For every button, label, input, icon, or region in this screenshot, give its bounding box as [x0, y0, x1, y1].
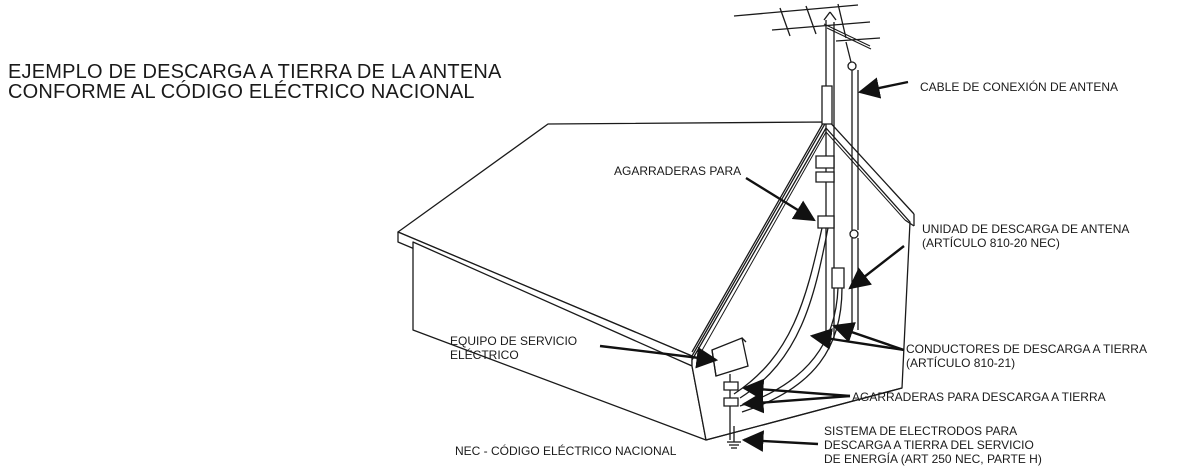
diagram-title: EJEMPLO DE DESCARGA A TIERRA DE LA ANTEN…: [8, 62, 502, 102]
label-electrode-system-line-1: SISTEMA DE ELECTRODOS PARA: [824, 424, 1018, 438]
antenna: [734, 4, 880, 340]
label-grounding-conductors-line-2: (ARTÍCULO 810-21): [906, 356, 1016, 370]
antenna-discharge-unit: [832, 268, 844, 288]
label-clamps: AGARRADERAS PARA: [614, 164, 742, 178]
arrow-ground-clamp-a: [741, 378, 850, 401]
ground-clamp-upper: [724, 382, 738, 390]
label-service-equipment-line-2: ELÉCTRICO: [450, 348, 519, 362]
arrow-service-equipment: [600, 346, 719, 369]
label-antenna-discharge-unit-line-2: (ARTÍCULO 810-20 NEC): [922, 236, 1060, 250]
label-electrode-system: SISTEMA DE ELECTRODOS PARA DESCARGA A TI…: [824, 424, 1042, 466]
callout-arrows: [600, 77, 908, 452]
mast-clamp-lower: [818, 216, 834, 228]
label-electrode-system-line-3: DE ENERGÍA (ART 250 NEC, PARTE H): [824, 452, 1042, 466]
mast-clamp-upper: [816, 156, 834, 168]
label-grounding-conductors: CONDUCTORES DE DESCARGA A TIERRA (ARTÍCU…: [906, 342, 1147, 370]
arrow-electrode-system: [741, 430, 818, 452]
arrow-ground-clamp-b: [741, 391, 850, 414]
label-ground-clamps: AGARRADERAS PARA DESCARGA A TIERRA: [852, 390, 1106, 404]
label-antenna-discharge-unit: UNIDAD DE DESCARGA DE ANTENA (ARTÍCULO 8…: [922, 222, 1129, 250]
arrow-grounding-conductor-b: [831, 322, 904, 350]
label-antenna-discharge-unit-line-1: UNIDAD DE DESCARGA DE ANTENA: [922, 222, 1130, 236]
arrow-clamps: [746, 178, 816, 222]
arrow-grounding-conductor-a: [809, 328, 904, 350]
lead-in-wire: [832, 42, 858, 330]
label-electrode-system-line-2: DESCARGA A TIERRA DEL SERVICIO: [824, 438, 1034, 452]
label-service-equipment: EQUIPO DE SERVICIO ELÉCTRICO: [450, 334, 577, 362]
diagram-title-line-2: CONFORME AL CÓDIGO ELÉCTRICO NACIONAL: [8, 81, 475, 103]
label-nec-footnote: NEC - CÓDIGO ELÉCTRICO NACIONAL: [455, 444, 677, 458]
label-antenna-lead-in-wire: CABLE DE CONEXIÓN DE ANTENA: [920, 80, 1119, 94]
label-grounding-conductors-line-1: CONDUCTORES DE DESCARGA A TIERRA: [906, 342, 1147, 356]
label-service-equipment-line-1: EQUIPO DE SERVICIO: [450, 334, 578, 348]
arrow-discharge-unit: [848, 246, 904, 290]
diagram-title-line-1: EJEMPLO DE DESCARGA A TIERRA DE LA ANTEN…: [8, 61, 502, 83]
ground-clamp-lower: [724, 398, 738, 406]
arrow-lead-in-wire: [857, 77, 908, 99]
house-drawing: [398, 118, 914, 440]
